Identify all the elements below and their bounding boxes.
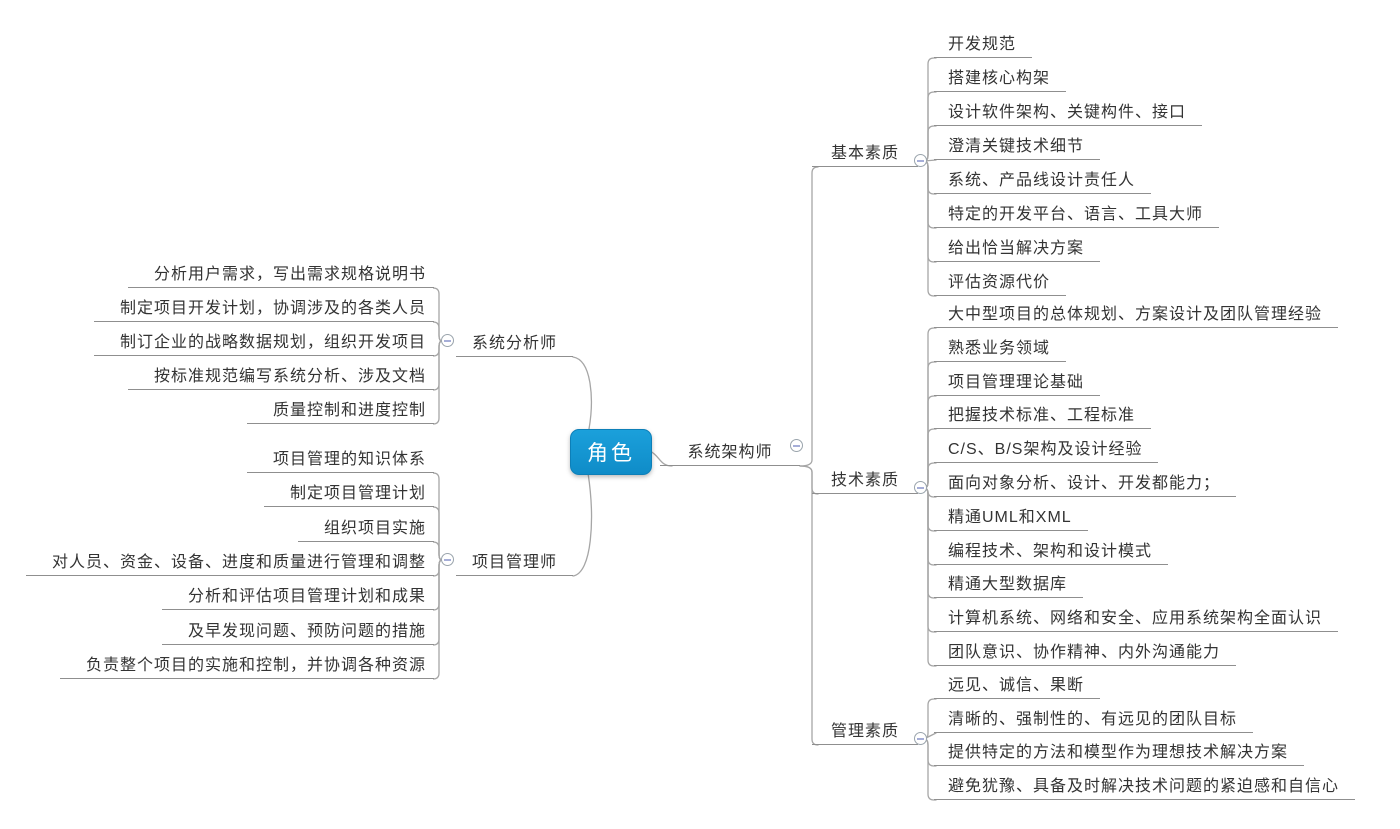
collapse-icon[interactable] — [441, 334, 454, 347]
leaf-node[interactable]: 大中型项目的总体规划、方案设计及团队管理经验 — [934, 301, 1339, 328]
leaf-node[interactable]: 项目管理的知识体系 — [246, 446, 434, 473]
collapse-icon[interactable] — [914, 154, 927, 167]
leaf-node[interactable]: 分析用户需求，写出需求规格说明书 — [127, 261, 434, 288]
leaf-node[interactable]: 给出恰当解决方案 — [934, 235, 1101, 262]
leaf-node[interactable]: 制定项目管理计划 — [263, 480, 434, 507]
leaf-node[interactable]: 系统、产品线设计责任人 — [934, 167, 1152, 194]
leaf-node[interactable]: 远见、诚信、果断 — [934, 672, 1101, 699]
collapse-icon[interactable] — [914, 481, 927, 494]
branch-node-management-quality[interactable]: 管理素质 — [812, 718, 918, 745]
collapse-icon[interactable] — [441, 553, 454, 566]
leaf-node[interactable]: 制定项目开发计划，协调涉及的各类人员 — [93, 295, 434, 322]
leaf-node[interactable]: 面向对象分析、设计、开发都能力； — [934, 470, 1237, 497]
leaf-node[interactable]: 制订企业的战略数据规划，组织开发项目 — [93, 329, 434, 356]
leaf-node[interactable]: 设计软件架构、关键构件、接口 — [934, 99, 1203, 126]
root-node[interactable]: 角色 — [570, 429, 652, 475]
leaf-node[interactable]: 特定的开发平台、语言、工具大师 — [934, 201, 1220, 228]
leaf-node[interactable]: 避免犹豫、具备及时解决技术问题的紧迫感和自信心 — [934, 773, 1356, 800]
leaf-node[interactable]: C/S、B/S架构及设计经验 — [934, 436, 1159, 463]
leaf-node[interactable]: 团队意识、协作精神、内外沟通能力 — [934, 639, 1237, 666]
leaf-node[interactable]: 把握技术标准、工程标准 — [934, 402, 1152, 429]
leaf-node[interactable]: 开发规范 — [934, 31, 1033, 58]
leaf-node[interactable]: 编程技术、架构和设计模式 — [934, 538, 1169, 565]
leaf-node[interactable]: 精通大型数据库 — [934, 571, 1084, 598]
leaf-node[interactable]: 清晰的、强制性的、有远见的团队目标 — [934, 706, 1254, 733]
leaf-node[interactable]: 对人员、资金、设备、进度和质量进行管理和调整 — [25, 549, 434, 576]
leaf-node[interactable]: 组织项目实施 — [297, 515, 434, 542]
leaf-node[interactable]: 项目管理理论基础 — [934, 369, 1101, 396]
leaf-node[interactable]: 澄清关键技术细节 — [934, 133, 1101, 160]
branch-node-technical-quality[interactable]: 技术素质 — [812, 467, 918, 494]
leaf-node[interactable]: 质量控制和进度控制 — [246, 397, 434, 424]
collapse-icon[interactable] — [790, 439, 803, 452]
leaf-node[interactable]: 搭建核心构架 — [934, 65, 1067, 92]
leaf-node[interactable]: 精通UML和XML — [934, 504, 1088, 531]
leaf-node[interactable]: 分析和评估项目管理计划和成果 — [161, 583, 434, 610]
leaf-node[interactable]: 及早发现问题、预防问题的措施 — [161, 618, 434, 645]
leaf-node[interactable]: 负责整个项目的实施和控制，并协调各种资源 — [59, 652, 434, 679]
leaf-node[interactable]: 提供特定的方法和模型作为理想技术解决方案 — [934, 739, 1305, 766]
leaf-node[interactable]: 计算机系统、网络和安全、应用系统架构全面认识 — [934, 605, 1339, 632]
leaf-node[interactable]: 熟悉业务领域 — [934, 335, 1067, 362]
branch-node-system-analyst[interactable]: 系统分析师 — [456, 330, 573, 357]
leaf-node[interactable]: 按标准规范编写系统分析、涉及文档 — [127, 363, 434, 390]
collapse-icon[interactable] — [914, 732, 927, 745]
leaf-node[interactable]: 评估资源代价 — [934, 269, 1067, 296]
branch-node-project-manager[interactable]: 项目管理师 — [456, 549, 573, 576]
branch-node-system-architect[interactable]: 系统架构师 — [660, 439, 800, 466]
branch-node-basic-quality[interactable]: 基本素质 — [812, 140, 918, 167]
